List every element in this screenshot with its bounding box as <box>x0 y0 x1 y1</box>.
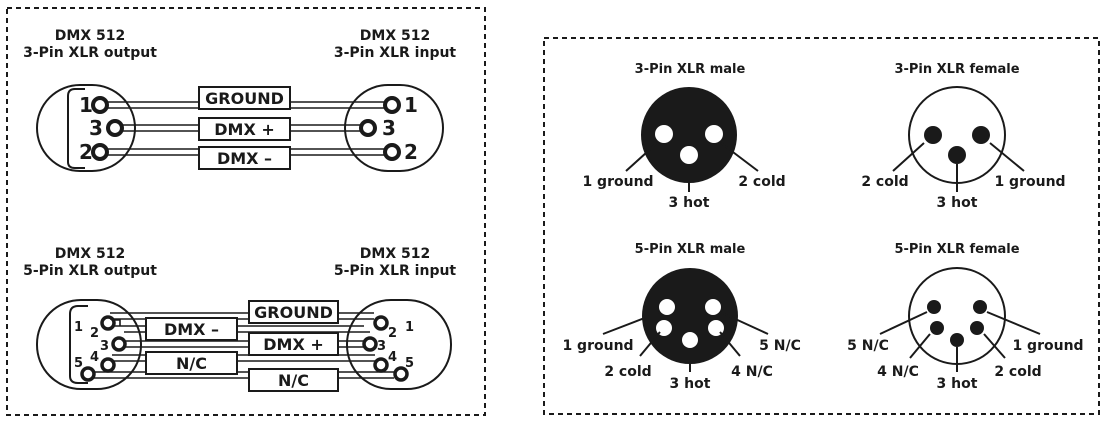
pin-label: 5 N/C <box>759 338 801 354</box>
pin-label: 1 ground <box>994 174 1065 190</box>
wiring-3pin-output-header: DMX 512 3-Pin XLR output <box>23 28 157 61</box>
pin-socket <box>106 119 124 137</box>
pin-label: 3 hot <box>669 195 710 211</box>
pin-label: 3 hot <box>670 376 711 392</box>
pin-socket <box>100 357 116 373</box>
pin-socket <box>91 143 109 161</box>
wire-label-ground: GROUND <box>205 89 284 108</box>
pin-socket <box>383 143 401 161</box>
pin-number: 4 <box>388 350 397 365</box>
input-title: DMX 512 <box>360 28 430 44</box>
xlr3-input-connector: 1 3 2 <box>344 84 444 172</box>
xlr5-output-connector: 1 2 3 5 4 <box>36 299 142 390</box>
pin-socket <box>383 96 401 114</box>
wiring-5pin-input-header: DMX 512 5-Pin XLR input <box>334 246 457 279</box>
pin-number: 2 <box>79 140 93 164</box>
pin-socket <box>80 366 96 382</box>
output-title: DMX 512 <box>55 28 125 44</box>
xlr3-female-face: 3-Pin XLR female 2 cold 3 hot 1 ground <box>861 62 1065 211</box>
xlr3-male-face: 3-Pin XLR male 1 ground 3 hot 2 cold <box>582 62 785 211</box>
pin-socket <box>91 96 109 114</box>
pin-number: 3 <box>89 116 103 140</box>
pin-socket <box>373 357 389 373</box>
wire-label-dmx-plus: DMX + <box>214 120 275 139</box>
pin-number: 1 <box>404 93 418 117</box>
pin-label: 1 ground <box>582 174 653 190</box>
wire-label-ground: GROUND <box>254 303 333 322</box>
pin-number: 3 <box>382 116 396 140</box>
pin-number: 3 <box>100 339 109 354</box>
output-subtitle: 5-Pin XLR output <box>23 263 157 279</box>
wire-label-dmx-minus: DMX – <box>164 320 219 339</box>
wire-label-dmx-plus: DMX + <box>263 335 324 354</box>
pin-number: 1 <box>79 93 93 117</box>
wiring-3pin-input-header: DMX 512 3-Pin XLR input <box>334 28 457 61</box>
xlr3-wire-labels: GROUND DMX + DMX – <box>198 86 291 170</box>
pin-number: 3 <box>377 339 386 354</box>
pin-label: 2 cold <box>861 174 908 190</box>
pin-number: 1 <box>405 320 414 335</box>
pin-number: 2 <box>90 326 99 341</box>
input-subtitle: 3-Pin XLR input <box>334 45 457 61</box>
pin-label: 4 N/C <box>731 364 773 380</box>
pin-label: 4 N/C <box>877 364 919 380</box>
xlr5-female-face: 5-Pin XLR female 5 N/C 4 N/C 3 hot 2 col… <box>847 242 1083 392</box>
pin-number: 5 <box>405 356 414 371</box>
xlr5-input-connector: 2 1 3 4 5 <box>346 299 452 390</box>
pin-label: 1 ground <box>1012 338 1083 354</box>
input-title: DMX 512 <box>360 246 430 262</box>
pin-number: 2 <box>404 140 418 164</box>
connector-title: 3-Pin XLR male <box>635 62 746 77</box>
pin-label: 1 ground <box>562 338 633 354</box>
pin-label: 5 N/C <box>847 338 889 354</box>
wiring-panel-border <box>6 7 486 416</box>
pin-label: 2 cold <box>738 174 785 190</box>
pin-socket <box>111 336 127 352</box>
wire-label-dmx-minus: DMX – <box>217 149 272 168</box>
input-subtitle: 5-Pin XLR input <box>334 263 457 279</box>
output-subtitle: 3-Pin XLR output <box>23 45 157 61</box>
pin-socket <box>362 336 378 352</box>
wire-label-nc: N/C <box>176 354 207 373</box>
pin-number: 1 <box>74 320 83 335</box>
xlr5-male-face: 5-Pin XLR male 1 ground 2 cold 3 hot 4 N… <box>562 242 800 392</box>
pin-socket <box>359 119 377 137</box>
connectors-panel-border <box>543 37 1100 415</box>
pin-socket <box>100 315 116 331</box>
pin-label: 3 hot <box>937 376 978 392</box>
output-title: DMX 512 <box>55 246 125 262</box>
xlr5-wire-labels: GROUND DMX – DMX + N/C N/C <box>145 300 339 392</box>
pin-label: 2 cold <box>604 364 651 380</box>
pin-label: 3 hot <box>937 195 978 211</box>
connector-title: 3-Pin XLR female <box>894 62 1019 77</box>
pin-number: 2 <box>388 326 397 341</box>
wiring-5pin-output-header: DMX 512 5-Pin XLR output <box>23 246 157 279</box>
wire-label-nc: N/C <box>278 371 309 390</box>
xlr3-output-connector: 1 3 2 <box>36 84 136 172</box>
pin-number: 5 <box>74 356 83 371</box>
pin-socket <box>393 366 409 382</box>
connector-title: 5-Pin XLR male <box>635 242 746 257</box>
connector-title: 5-Pin XLR female <box>894 242 1019 257</box>
pin-label: 2 cold <box>994 364 1041 380</box>
pin-socket <box>373 315 389 331</box>
pin-number: 4 <box>90 350 99 365</box>
